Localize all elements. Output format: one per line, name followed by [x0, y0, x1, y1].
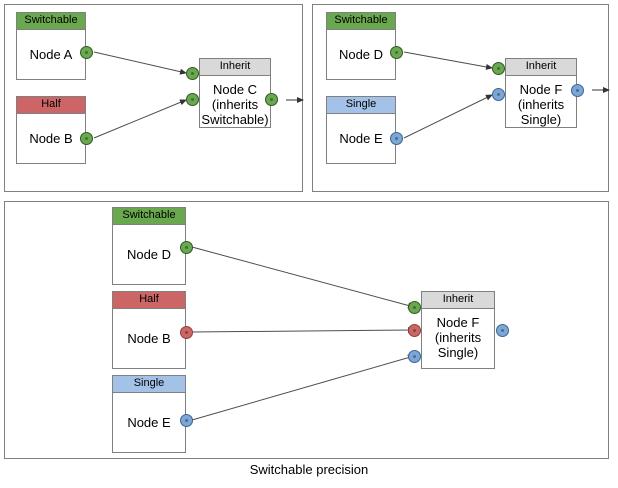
node-f-box[interactable]: Inherit Node F (inherits Single): [505, 58, 577, 128]
node-e-label: Node E: [339, 131, 383, 146]
bottom-node-f-output-port[interactable]: [496, 324, 509, 337]
node-f-label-line2: (inherits: [517, 97, 565, 112]
node-c-box[interactable]: Inherit Node C (inherits Switchable): [199, 58, 271, 128]
node-a-header: Switchable: [17, 13, 85, 30]
node-f-label-line3: Single): [520, 112, 562, 127]
node-f-label: Node F (inherits Single): [506, 76, 576, 127]
node-f-output-port[interactable]: [571, 84, 584, 97]
node-c-input-port-1[interactable]: [186, 67, 199, 80]
node-b-label: Node B: [29, 131, 73, 146]
node-c-label-line2: (inherits: [211, 97, 259, 112]
node-e-output-port[interactable]: [390, 132, 403, 145]
bottom-node-e-header: Single: [113, 376, 185, 393]
bottom-node-f-input-port-1[interactable]: [408, 301, 421, 314]
bottom-node-f-label-line2: (inherits: [434, 330, 482, 345]
bottom-node-f-label-line1: Node F: [436, 315, 480, 330]
bottom-node-e-label: Node E: [127, 415, 171, 430]
node-a-output-port[interactable]: [80, 46, 93, 59]
bottom-node-f-header: Inherit: [422, 292, 494, 309]
bottom-node-b-output-port[interactable]: [180, 326, 193, 339]
diagram-caption: Switchable precision: [249, 462, 369, 477]
bottom-node-d-label: Node D: [126, 247, 172, 262]
bottom-node-f-label: Node F (inherits Single): [422, 309, 494, 368]
bottom-node-f-input-port-3[interactable]: [408, 350, 421, 363]
bottom-node-e-box[interactable]: Single Node E: [112, 375, 186, 453]
node-c-label-line1: Node C: [212, 82, 258, 97]
bottom-node-b-header: Half: [113, 292, 185, 309]
node-a-label: Node A: [29, 47, 73, 62]
node-a-box[interactable]: Switchable Node A: [16, 12, 86, 80]
node-d-output-port[interactable]: [390, 46, 403, 59]
node-c-label-line3: Switchable): [201, 112, 269, 127]
node-c-header: Inherit: [200, 59, 270, 76]
node-b-box[interactable]: Half Node B: [16, 96, 86, 164]
bottom-node-e-output-port[interactable]: [180, 414, 193, 427]
node-e-box[interactable]: Single Node E: [326, 96, 396, 164]
node-d-box[interactable]: Switchable Node D: [326, 12, 396, 80]
node-b-header: Half: [17, 97, 85, 114]
bottom-node-d-header: Switchable: [113, 208, 185, 225]
node-f-input-port-2[interactable]: [492, 88, 505, 101]
bottom-node-b-label: Node B: [127, 331, 171, 346]
bottom-node-b-box[interactable]: Half Node B: [112, 291, 186, 369]
node-d-header: Switchable: [327, 13, 395, 30]
bottom-node-d-box[interactable]: Switchable Node D: [112, 207, 186, 285]
node-d-label: Node D: [338, 47, 384, 62]
panel-bottom: [4, 201, 609, 459]
bottom-node-f-input-port-2[interactable]: [408, 324, 421, 337]
node-e-header: Single: [327, 97, 395, 114]
node-b-output-port[interactable]: [80, 132, 93, 145]
node-c-input-port-2[interactable]: [186, 93, 199, 106]
node-c-output-port[interactable]: [265, 93, 278, 106]
bottom-node-f-box[interactable]: Inherit Node F (inherits Single): [421, 291, 495, 369]
node-f-input-port-1[interactable]: [492, 62, 505, 75]
node-f-header: Inherit: [506, 59, 576, 76]
node-f-label-line1: Node F: [519, 82, 563, 97]
bottom-node-d-output-port[interactable]: [180, 241, 193, 254]
bottom-node-f-label-line3: Single): [437, 345, 479, 360]
node-c-label: Node C (inherits Switchable): [200, 76, 270, 127]
